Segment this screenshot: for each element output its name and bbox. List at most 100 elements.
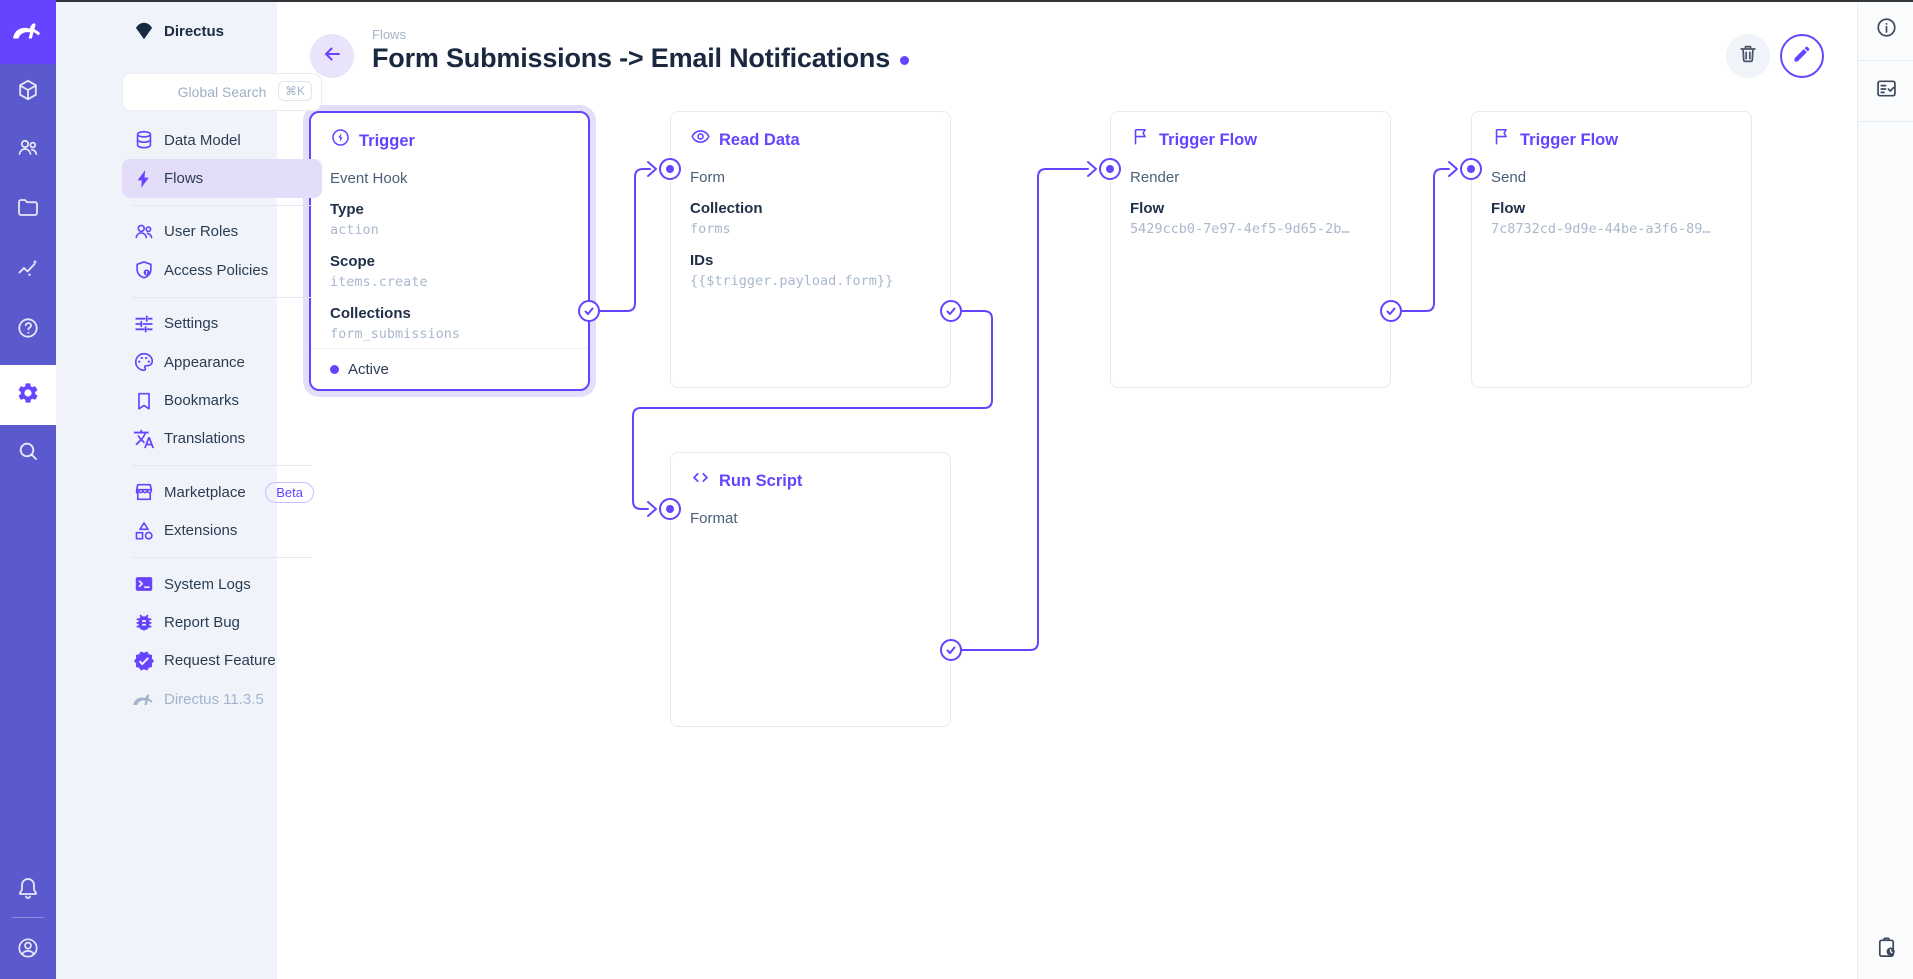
panel-title-label: Trigger Flow [1520,129,1618,151]
module-users[interactable] [0,122,56,178]
delete-flow-button[interactable] [1726,34,1770,78]
panel-title-label: Read Data [719,129,800,151]
flow-panel-trigger-flow-send[interactable]: Trigger Flow Send Flow 7c8732cd-9d9e-44b… [1471,111,1752,388]
sidebar-item-bookmarks[interactable]: Bookmarks [122,381,322,419]
field-label: Collection [690,198,931,219]
users-icon [132,220,156,244]
project-selector[interactable]: Directus [122,10,322,52]
sidebar-item-request-feature[interactable]: Request Feature [122,642,322,680]
sidebar-item-version[interactable]: Directus 11.3.5 [122,680,322,718]
notifications-button[interactable] [0,862,56,918]
panel-field: Scope items.create [330,251,569,293]
edit-flow-button[interactable] [1780,34,1824,78]
sidebar-item-report-bug[interactable]: Report Bug [122,603,322,641]
check-icon [945,305,957,317]
sidebar-item-appearance[interactable]: Appearance [122,343,322,381]
sidebar-item-label: Translations [164,430,245,447]
flow-panel-trigger-flow-render[interactable]: Trigger Flow Render Flow 5429ccb0-7e97-4… [1110,111,1391,388]
search-shortcut-badge: ⌘K [278,81,312,101]
palette-icon [132,350,156,374]
module-bar [0,0,56,979]
bell-icon [16,876,40,905]
nav-divider [132,297,312,298]
dot-icon [1467,165,1475,173]
account-button[interactable] [0,922,56,978]
output-connector[interactable] [1380,300,1402,322]
directus-logo-button[interactable] [0,0,56,64]
sidebar-item-translations[interactable]: Translations [122,420,322,458]
beta-badge: Beta [265,482,314,503]
field-value: form_submissions [330,324,569,345]
project-logo-icon [132,19,156,43]
output-connector[interactable] [578,300,600,322]
sidebar-item-marketplace[interactable]: Marketplace Beta [122,473,322,511]
module-insights[interactable] [0,243,56,299]
check-icon [1385,305,1397,317]
sidebar-item-data-model[interactable]: Data Model [122,121,322,159]
sidebar-item-extensions[interactable]: Extensions [122,512,322,550]
sidebar-item-label: Settings [164,315,218,332]
breadcrumb[interactable]: Flows [372,27,406,42]
trigger-status-row: Active [311,348,588,389]
input-connector[interactable] [659,158,681,180]
sidebar-item-access-policies[interactable]: Access Policies [122,251,322,289]
activity-button[interactable] [1858,928,1913,972]
nav-divider [132,205,312,206]
field-value: 7c8732cd-9d9e-44be-a3f6-89… [1491,219,1732,240]
sidebar-item-label: Access Policies [164,262,268,279]
sidebar-item-flows[interactable]: Flows [122,159,322,197]
module-bar-divider [12,917,44,918]
sidebar-item-system-logs[interactable]: System Logs [122,565,322,603]
avatar-icon [16,936,40,965]
page-title: Form Submissions -> Email Notifications [372,43,890,74]
bookmark-icon [132,389,156,413]
sidebar-item-label: Extensions [164,522,237,539]
output-connector[interactable] [940,639,962,661]
project-name: Directus [164,23,224,40]
status-badge: Active [348,361,389,378]
sidebar-item-label: Flows [164,170,203,187]
version-label: Directus 11.3.5 [164,691,264,708]
panel-name: Format [690,508,931,529]
panel-title: Run Script [690,467,931,494]
input-connector[interactable] [1460,158,1482,180]
panel-field: Type action [330,199,569,241]
logs-button[interactable] [1858,61,1913,122]
module-settings[interactable] [0,365,56,425]
info-icon [1875,16,1898,44]
input-connector[interactable] [1099,158,1121,180]
translate-icon [132,427,156,451]
field-label: Flow [1491,198,1732,219]
shield-lock-icon [132,258,156,282]
bug-icon [132,610,156,634]
panel-name: Event Hook [330,168,569,189]
flow-info-button[interactable] [1858,0,1913,61]
seal-check-icon [132,649,156,673]
panel-title-label: Trigger [359,130,415,152]
dot-icon [666,165,674,173]
input-connector[interactable] [659,498,681,520]
sidebar-item-label: System Logs [164,576,251,593]
flow-panel-run-script[interactable]: Run Script Format [670,452,951,727]
window-top-strip [56,0,1913,2]
module-content[interactable] [0,64,56,120]
flow-panel-trigger[interactable]: Trigger Event Hook Type action Scope ite… [309,111,590,391]
dot-icon [666,505,674,513]
panel-name: Render [1130,167,1371,188]
output-connector[interactable] [940,300,962,322]
panel-title: Trigger [330,127,569,154]
module-help[interactable] [0,302,56,358]
field-label: Collections [330,303,569,324]
pending-actions-icon [1875,936,1898,964]
sidebar-item-settings[interactable]: Settings [122,305,322,343]
global-search-input[interactable]: Global Search ⌘K [122,73,322,111]
panel-field: IDs {{$trigger.payload.form}} [690,250,931,292]
panel-title-label: Trigger Flow [1159,129,1257,151]
field-value: action [330,220,569,241]
module-files[interactable] [0,182,56,238]
flow-panel-read-data[interactable]: Read Data Form Collection forms IDs {{$t… [670,111,951,388]
sidebar-item-user-roles[interactable]: User Roles [122,213,322,251]
panel-field: Flow 5429ccb0-7e97-4ef5-9d65-2b… [1130,198,1371,240]
module-search[interactable] [0,425,56,481]
